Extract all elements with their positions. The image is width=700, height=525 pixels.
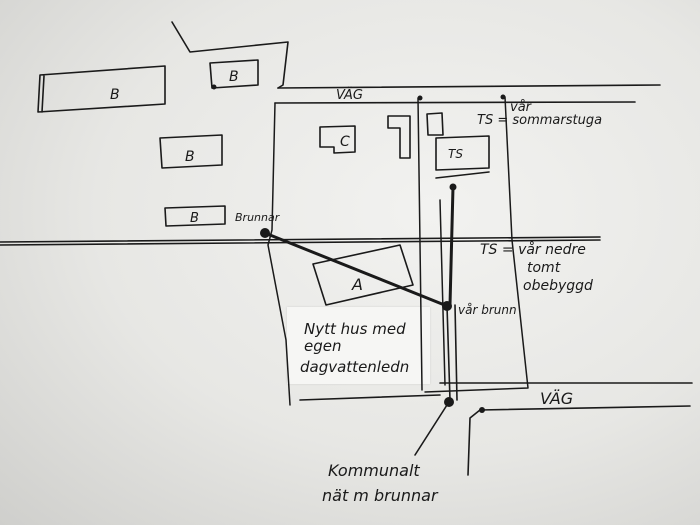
label-ts-sommarstuga: TS = sommarstuga [477, 113, 602, 128]
node-road-corner [479, 407, 485, 413]
boundary-long-horizontal-2 [0, 239, 601, 246]
label-tomt: tomt [527, 260, 561, 276]
building-b2 [209, 59, 259, 89]
building-b1 [37, 65, 166, 113]
road-bottom-left [299, 394, 441, 401]
building-ts-small [426, 112, 444, 136]
pipe-var-brunn-down-2 [454, 304, 458, 401]
label-brunnar: Brunnar [235, 211, 281, 224]
lot-right-outline [417, 96, 529, 393]
label-vag-bottom: VÄG [540, 389, 573, 408]
pipe-brunnar-to-var-brunn [263, 231, 449, 308]
node-top-1 [211, 84, 217, 90]
label-b4: B [190, 211, 199, 226]
label-vag-top: VÄG [336, 87, 363, 103]
label-c: C [340, 134, 350, 150]
node-var-brunn [442, 301, 452, 311]
label-nytt-hus: Nytt hus med [304, 320, 406, 338]
label-ts-nedre: TS = vår nedre [480, 241, 586, 258]
pointer-kommunalt [414, 404, 448, 456]
label-var-brunn: vår brunn [458, 303, 517, 317]
building-b4 [164, 205, 226, 227]
node-top-3 [500, 94, 506, 100]
label-obebyggd: obebyggd [523, 278, 593, 294]
lot-inner-line [439, 199, 446, 386]
node-kommunalt [444, 397, 454, 407]
boundary-long-horizontal [0, 236, 601, 243]
label-b1: B [110, 87, 120, 103]
road-bottom-lower [479, 405, 691, 411]
node-brunnar [260, 228, 270, 238]
road-top-lower [274, 101, 636, 104]
label-kommunalt: Kommunalt [328, 461, 420, 480]
label-var: vår [510, 100, 533, 115]
label-a: A [351, 275, 363, 294]
note-card [287, 307, 430, 384]
lot-main-outline [267, 102, 291, 406]
label-nat-brunnar: nät m brunnar [322, 486, 439, 505]
building-a [312, 244, 414, 306]
building-b3 [159, 134, 223, 169]
label-b2: B [229, 69, 239, 85]
road-top-corner [171, 21, 289, 89]
road-top-upper [277, 84, 661, 89]
building-ts-annex [387, 115, 411, 159]
road-bottom-corner [467, 409, 481, 476]
building-ts [435, 135, 490, 179]
node-top-2 [417, 95, 423, 101]
pipe-ts-to-brunn [448, 185, 455, 307]
label-egen: egen [304, 337, 342, 355]
label-dagvatten: dagvattenledn [300, 358, 409, 376]
node-ts [449, 183, 457, 191]
label-b3: B [185, 149, 195, 165]
building-c [319, 125, 356, 154]
pipe-var-brunn-down [446, 305, 451, 401]
label-ts: TS [448, 147, 463, 161]
